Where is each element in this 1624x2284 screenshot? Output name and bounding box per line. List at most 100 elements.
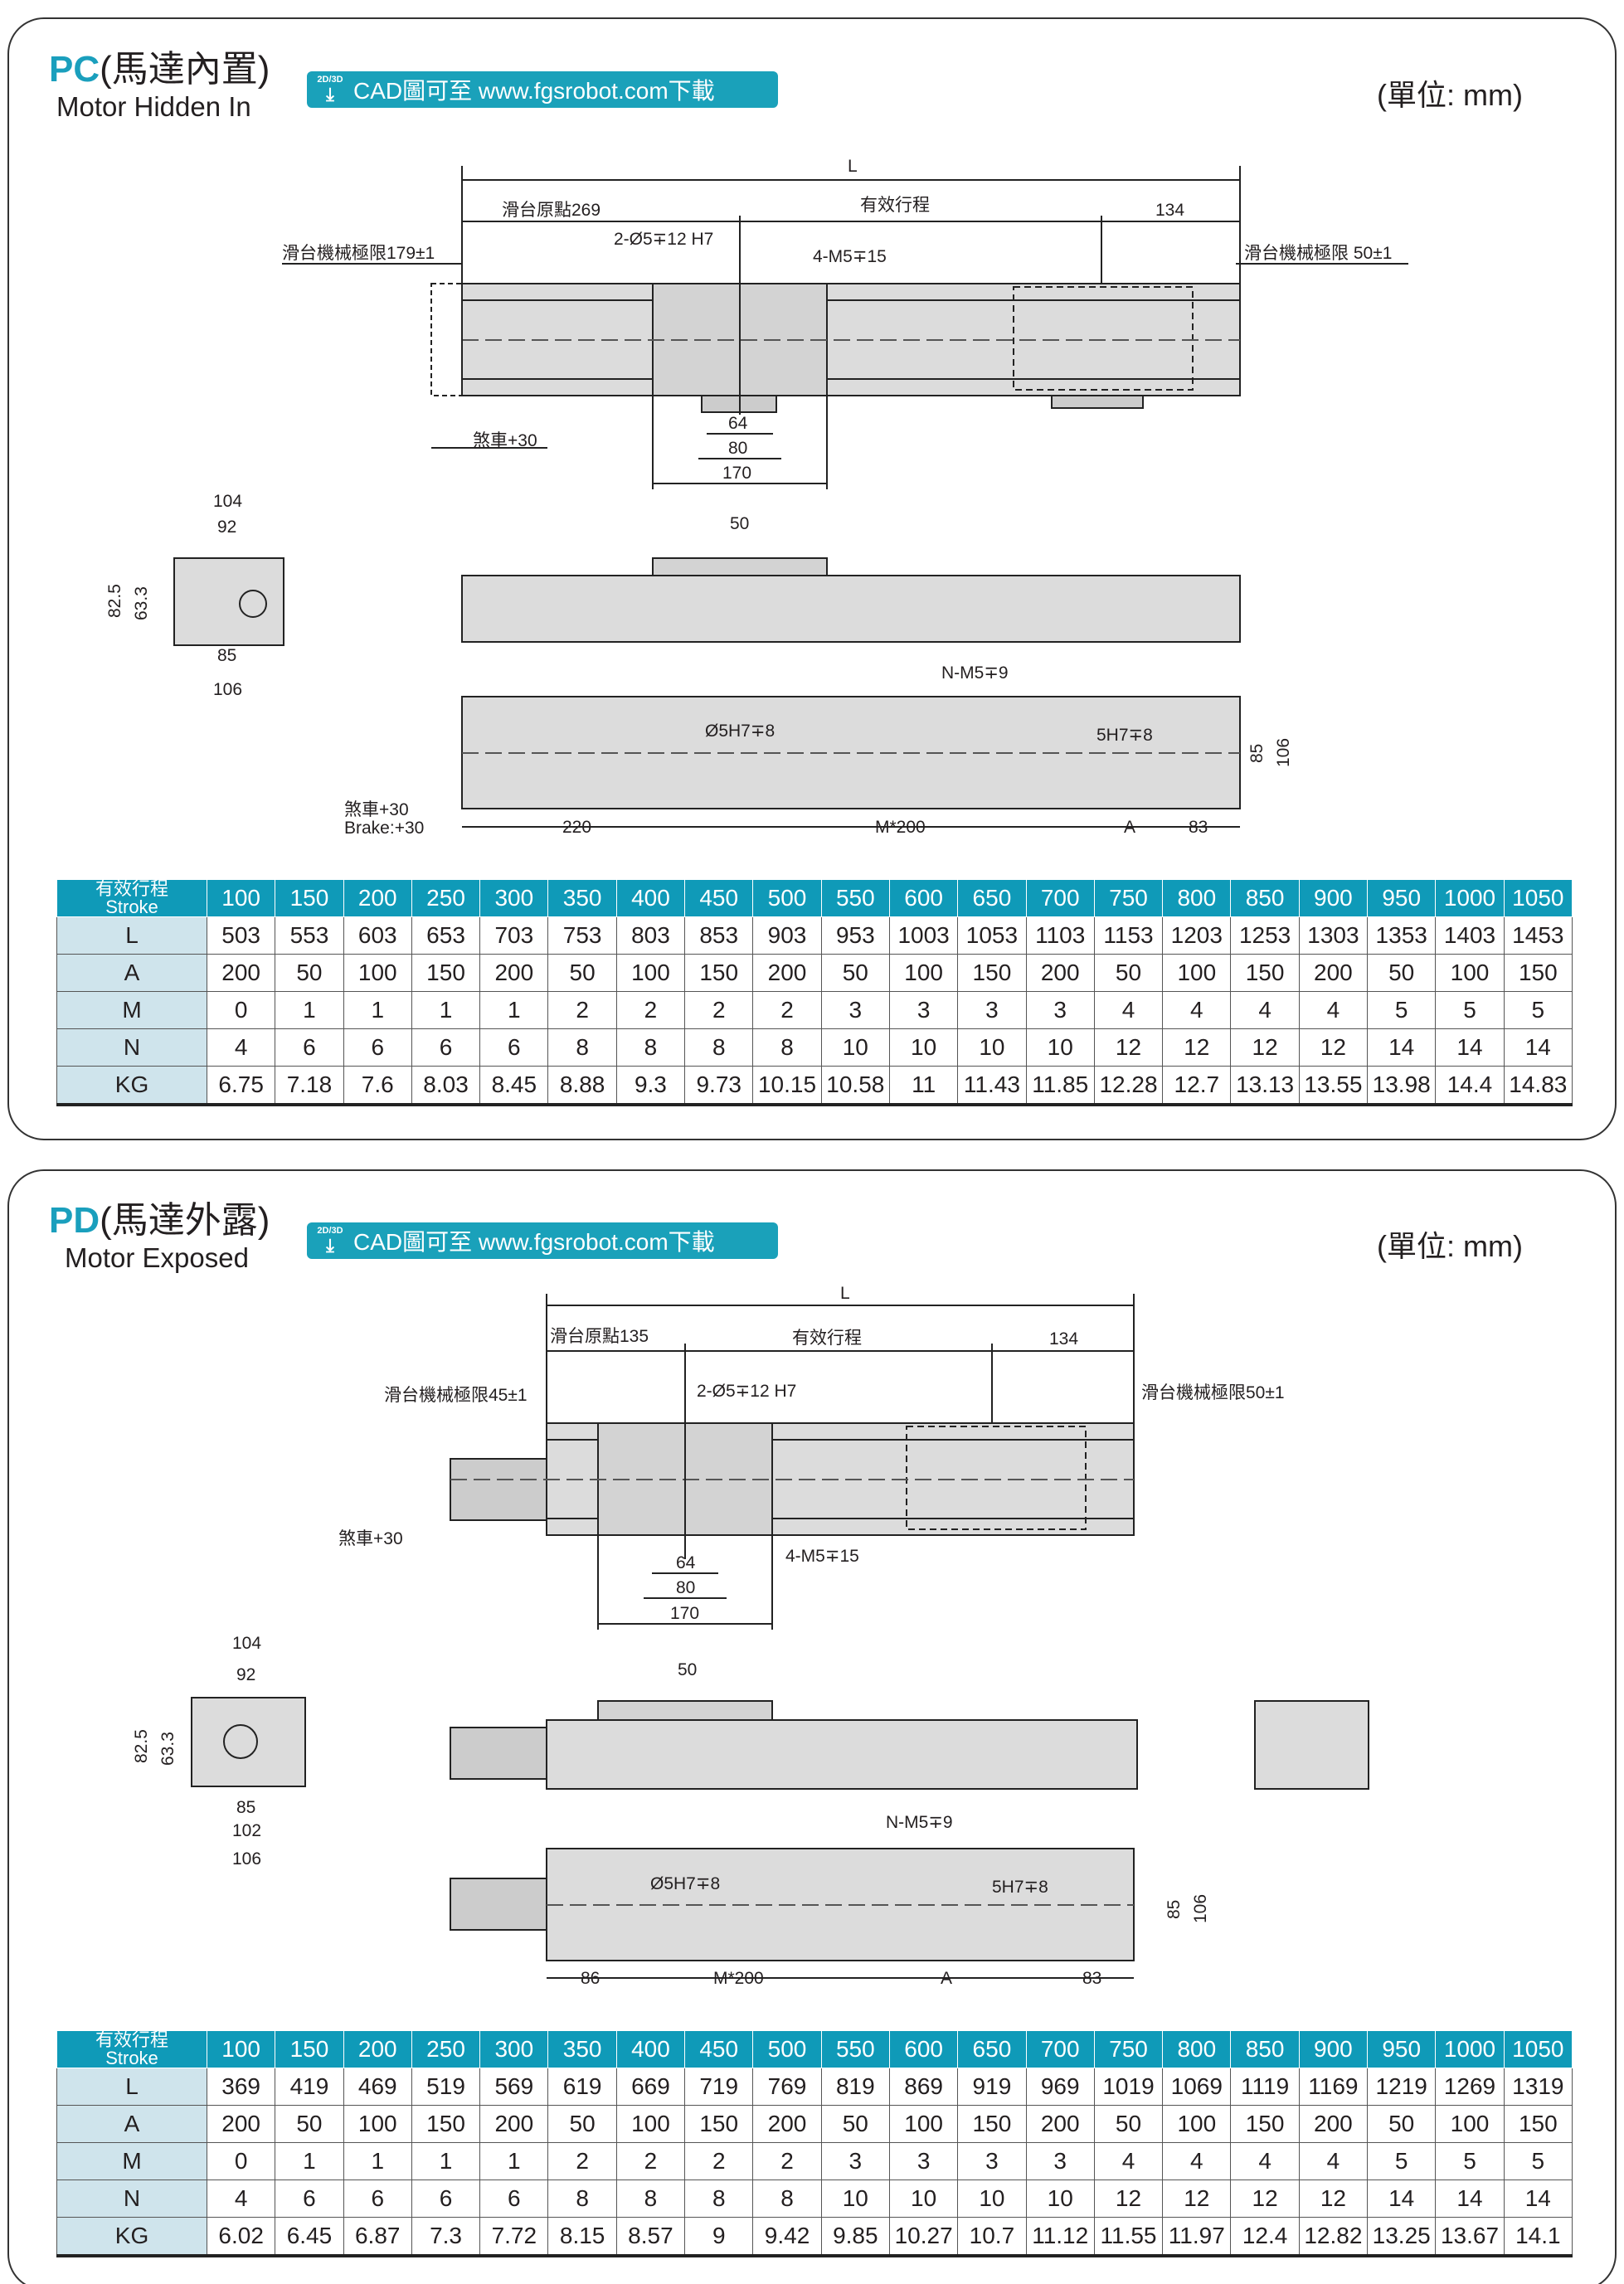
table-cell: 4 bbox=[206, 1028, 276, 1067]
stroke-cell: 750 bbox=[1093, 880, 1164, 917]
table-cell: 5 bbox=[1435, 991, 1505, 1029]
row-label: N bbox=[56, 2180, 207, 2218]
cad-download-badge[interactable]: 2D/3D⤓CAD圖可至 www.fgsrobot.com下載 bbox=[307, 71, 778, 108]
svg-text:106: 106 bbox=[213, 680, 242, 699]
row-label: M bbox=[56, 2142, 207, 2180]
table-cell: 2 bbox=[684, 2142, 754, 2180]
table-cell: 10 bbox=[888, 2180, 959, 2218]
table-cell: 10.58 bbox=[820, 1066, 890, 1106]
svg-text:滑台原點269: 滑台原點269 bbox=[502, 201, 600, 220]
cad-link-text[interactable]: CAD圖可至 www.fgsrobot.com下載 bbox=[353, 1229, 715, 1255]
table-cell: 200 bbox=[1298, 954, 1369, 992]
svg-text:2-Ø5∓12 H7: 2-Ø5∓12 H7 bbox=[614, 230, 713, 249]
svg-text:A: A bbox=[941, 1969, 952, 1988]
table-cell: 953 bbox=[820, 916, 890, 955]
table-cell: 419 bbox=[275, 2068, 344, 2106]
table-cell: 653 bbox=[411, 916, 481, 955]
table-cell: 12.7 bbox=[1162, 1066, 1232, 1106]
model-code: PD bbox=[49, 1200, 100, 1241]
table-cell: 6 bbox=[479, 2180, 549, 2218]
svg-text:104: 104 bbox=[213, 492, 242, 511]
svg-text:L: L bbox=[840, 1284, 850, 1303]
table-cell: 4 bbox=[1298, 2142, 1369, 2180]
table-cell: 200 bbox=[206, 2105, 276, 2143]
svg-text:80: 80 bbox=[728, 439, 747, 458]
table-cell: 4 bbox=[1230, 991, 1300, 1029]
cad-download-badge[interactable]: 2D/3D⤓CAD圖可至 www.fgsrobot.com下載 bbox=[307, 1222, 778, 1259]
cad-link-text[interactable]: CAD圖可至 www.fgsrobot.com下載 bbox=[353, 78, 715, 104]
table-cell: 13.98 bbox=[1367, 1066, 1437, 1106]
actuator-body-side bbox=[461, 575, 1241, 643]
table-cell: 3 bbox=[1025, 2142, 1095, 2180]
table-cell: 150 bbox=[684, 954, 754, 992]
table-cell: 2 bbox=[547, 991, 617, 1029]
table-cell: 1303 bbox=[1298, 916, 1369, 955]
table-cell: 2 bbox=[615, 2142, 686, 2180]
unit-label: (單位: mm) bbox=[1377, 1229, 1523, 1263]
table-cell: 3 bbox=[1025, 991, 1095, 1029]
svg-text:滑台原點135: 滑台原點135 bbox=[550, 1327, 649, 1346]
table-cell: 12 bbox=[1162, 1028, 1232, 1067]
svg-text:4-M5∓15: 4-M5∓15 bbox=[785, 1547, 859, 1566]
table-cell: 4 bbox=[206, 2180, 276, 2218]
svg-text:5H7∓8: 5H7∓8 bbox=[992, 1878, 1048, 1897]
table-cell: 1053 bbox=[957, 916, 1027, 955]
table-cell: 8.45 bbox=[479, 1066, 549, 1106]
svg-text:M*200: M*200 bbox=[713, 1969, 764, 1988]
stroke-cell: 350 bbox=[547, 880, 617, 917]
table-cell: 50 bbox=[275, 2105, 344, 2143]
table-cell: 8 bbox=[547, 1028, 617, 1067]
stroke-cell: 550 bbox=[820, 2031, 890, 2068]
table-cell: 200 bbox=[1298, 2105, 1369, 2143]
table-cell: 200 bbox=[479, 2105, 549, 2143]
table-cell: 1 bbox=[479, 991, 549, 1029]
table-cell: 8 bbox=[752, 1028, 822, 1067]
svg-text:L: L bbox=[848, 157, 858, 176]
end-view-right bbox=[1254, 1700, 1369, 1790]
table-cell: 11.55 bbox=[1093, 2217, 1164, 2257]
table-cell: 8 bbox=[752, 2180, 822, 2218]
svg-text:50: 50 bbox=[678, 1660, 697, 1679]
stroke-cell: 1000 bbox=[1435, 880, 1505, 917]
stroke-cell: 650 bbox=[957, 880, 1027, 917]
table-cell: 12 bbox=[1162, 2180, 1232, 2218]
svg-text:85: 85 bbox=[217, 646, 236, 665]
svg-text:63.3: 63.3 bbox=[158, 1732, 177, 1766]
stroke-cell: 700 bbox=[1025, 2031, 1095, 2068]
svg-text:4-M5∓15: 4-M5∓15 bbox=[813, 247, 887, 266]
table-cell: 9 bbox=[684, 2217, 754, 2257]
motor-top bbox=[450, 1458, 547, 1521]
row-label: L bbox=[56, 2068, 207, 2106]
svg-text:有效行程: 有效行程 bbox=[860, 196, 930, 215]
table-cell: 100 bbox=[1162, 954, 1232, 992]
table-cell: 1219 bbox=[1367, 2068, 1437, 2106]
stroke-cell: 100 bbox=[206, 880, 276, 917]
table-cell: 1 bbox=[479, 2142, 549, 2180]
svg-text:N-M5∓9: N-M5∓9 bbox=[886, 1813, 953, 1832]
table-cell: 4 bbox=[1093, 991, 1164, 1029]
table-cell: 469 bbox=[343, 2068, 412, 2106]
svg-text:106: 106 bbox=[1191, 1894, 1210, 1923]
table-cell: 1 bbox=[411, 2142, 481, 2180]
stroke-cell: 500 bbox=[752, 2031, 822, 2068]
table-cell: 5 bbox=[1367, 991, 1437, 1029]
pc-section-panel bbox=[7, 17, 1617, 1140]
table-cell: 603 bbox=[343, 916, 412, 955]
svg-text:220: 220 bbox=[562, 818, 591, 837]
stroke-cell: 900 bbox=[1298, 880, 1369, 917]
table-cell: 1 bbox=[275, 2142, 344, 2180]
row-label: KG bbox=[56, 2217, 207, 2257]
table-cell: 1003 bbox=[888, 916, 959, 955]
table-cell: 7.72 bbox=[479, 2217, 549, 2257]
stroke-cell: 900 bbox=[1298, 2031, 1369, 2068]
table-cell: 50 bbox=[1093, 954, 1164, 992]
svg-text:Brake:+30: Brake:+30 bbox=[344, 819, 424, 838]
table-cell: 50 bbox=[547, 2105, 617, 2143]
table-cell: 150 bbox=[1503, 2105, 1573, 2143]
